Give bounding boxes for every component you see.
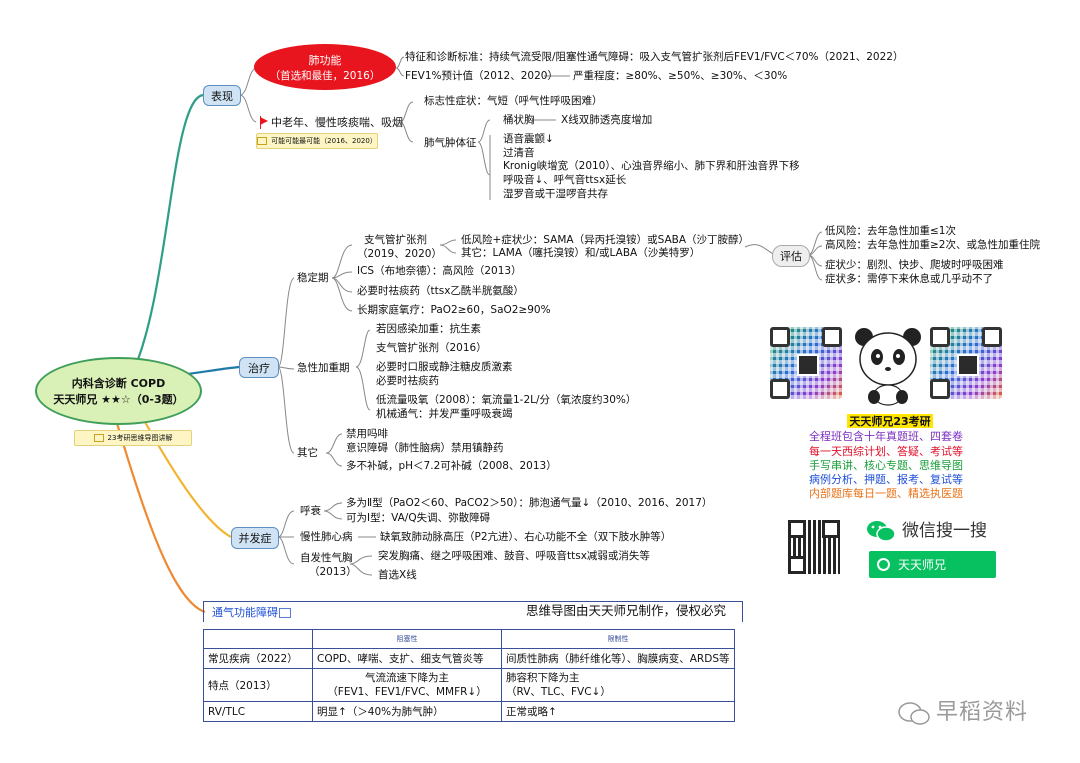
table-row: RV/TLC 明显↑（＞40%为肺气肿） 正常或略↑: [203, 701, 735, 722]
copyright-text: 思维导图由天天师兄制作，侵权必究: [526, 603, 727, 618]
wechat-search-box[interactable]: 天天师兄: [869, 551, 996, 578]
lung-severity: 严重程度：≥80%、≥50%、≥30%、＜30%: [573, 70, 788, 82]
qr-code-bottom[interactable]: [788, 520, 840, 574]
note-icon: [93, 434, 104, 442]
qr-code-right[interactable]: [930, 327, 1002, 399]
symptom-sign: 标志性症状：气短（呼气性呼吸困难）: [424, 95, 603, 107]
acute-item: 必要时口服或静注糖皮质激素: [376, 361, 513, 373]
ics-line: ICS（布地奈德）：高风险（2013）: [357, 265, 522, 277]
sign-item: 湿罗音或干湿啰音共存: [503, 188, 608, 200]
table-title-bar: 通气功能障碍 思维导图由天天师兄制作，侵权必究: [203, 601, 743, 622]
sign-item: 过清音: [503, 147, 535, 159]
branch-zhiliao[interactable]: 治疗: [239, 357, 279, 378]
table-icon: [279, 608, 291, 618]
branch-bingfa[interactable]: 并发症: [231, 527, 279, 549]
ptx-item: 突发胸痛、继之呼吸困难、鼓音、呼吸音ttsx减弱或消失等: [378, 550, 650, 562]
promo-line: 病例分析、押题、报考、复试等: [809, 473, 963, 486]
sign-item: Kronig峡增宽（2010）、心浊音界缩小、肺下界和肝浊音界下移: [503, 160, 800, 172]
acute-item: 必要时祛痰药: [376, 375, 439, 387]
table-title: 通气功能障碍: [212, 606, 278, 619]
root-note: 23考研思维导图讲解: [74, 430, 192, 446]
promo-line: 内部题库每日一题、精选执医题: [809, 487, 963, 500]
symptom-patient: 中老年、慢性咳痰喘、吸烟: [271, 116, 403, 129]
acute-label: 急性加重期: [297, 362, 350, 374]
lung-feature: 特征和诊断标准：持续气流受限/阻塞性通气障碍：吸入支气管扩张剂后FEV1/FVC…: [405, 51, 904, 63]
search-icon: [877, 558, 890, 571]
rf-type2: 多为Ⅱ型（PaO2＜60、PaCO2＞50）：肺泡通气量↓（2010、2016、…: [346, 497, 713, 509]
eval-item: 高风险：去年急性加重≥2次、或急性加重住院: [825, 239, 1040, 251]
low-risk-drug: 低风险+症状少：SAMA（异丙托溴铵）或SABA（沙丁胺醇）: [461, 234, 750, 246]
broncho-year: （2019、2020）: [357, 248, 442, 260]
ptx-item: 首选X线: [378, 569, 417, 581]
stable-label: 稳定期: [297, 272, 329, 284]
other-item: 多不补碱，pH＜7.2可补碱（2008、2013）: [346, 460, 557, 472]
root-title: 内科含诊断 COPD: [71, 377, 166, 390]
corpulmonale-desc: 缺氧致肺动脉高压（P2亢进）、右心功能不全（双下肢水肿等）: [380, 531, 672, 543]
eval-item: 症状多：需停下来休息或几乎动不了: [825, 273, 993, 285]
pneumothorax-label: 自发性气胸: [300, 552, 353, 564]
xray-finding: X线双肺透亮度增加: [561, 114, 653, 126]
table-head-row: 阻塞性 限制性: [203, 629, 735, 649]
watermark-text: 早稻资料: [936, 700, 1029, 725]
acute-item: 若因感染加重：抗生素: [376, 323, 481, 335]
note-icon: [257, 137, 268, 145]
table-row: 特点（2013） 气流流速下降为主 （FEV1、FEV1/FVC、MMFR↓） …: [203, 668, 735, 702]
panda-mascot: [855, 328, 921, 406]
promo-line: 手写串讲、核心专题、思维导图: [809, 459, 963, 472]
avatar: [797, 354, 819, 376]
wechat-search-label: 微信搜一搜: [902, 521, 987, 541]
broncho-label: 支气管扩张剂: [364, 234, 427, 246]
table-row: 常见疾病（2022） COPD、哮喘、支扩、细支气管炎等 间质性肺病（肺纤维化等…: [203, 648, 735, 669]
branch-biaoxian[interactable]: 表现: [203, 85, 241, 106]
sign-item: 语音震颤↓: [503, 133, 554, 145]
ventilation-table: 阻塞性 限制性 常见疾病（2022） COPD、哮喘、支扩、细支气管炎等 间质性…: [203, 629, 735, 722]
acute-item: 支气管扩张剂（2016）: [376, 342, 487, 354]
lung-function-bubble[interactable]: 肺功能 （首选和最佳，2016）: [254, 44, 396, 90]
rf-type1: 可为Ⅰ型：VA/Q失调、弥散障碍: [346, 512, 491, 524]
avatar: [957, 354, 979, 376]
sign-item: 呼吸音↓、呼气音ttsx延长: [503, 174, 627, 186]
other-item: 意识障碍（肺性脑病）禁用镇静药: [346, 442, 504, 454]
expect-line: 必要时祛痰药（ttsx乙酰半胱氨酸）: [357, 285, 524, 297]
watermark-logo-icon: [898, 702, 930, 725]
other-drug: 其它：LAMA（噻托溴铵）和/或LABA（沙美特罗）: [461, 247, 701, 259]
wechat-icon: [867, 521, 896, 542]
eval-item: 低风险：去年急性加重≤1次: [825, 225, 956, 237]
emphysema-sign: 肺气肿体征: [424, 137, 477, 149]
pneumothorax-year: （2013）: [309, 566, 357, 578]
eval-item: 症状少：剧烈、快步、爬坡时呼吸困难: [825, 259, 1004, 271]
barrel-chest: 桶状胸: [503, 114, 535, 126]
qr-code-left[interactable]: [770, 327, 842, 399]
root-subtitle: 天天师兄 ★★☆（0-3题）: [53, 393, 184, 406]
promo-line: 全程班包含十年真题班、四套卷: [809, 430, 963, 443]
acute-item: 机械通气：并发严重呼吸衰竭: [376, 408, 513, 420]
other-item: 禁用吗啡: [346, 428, 388, 440]
eval-node[interactable]: 评估: [772, 245, 810, 267]
promo-line: 每一天西综计划、答疑、考试等: [809, 445, 963, 458]
other-label: 其它: [297, 447, 318, 459]
corpulmonale-label: 慢性肺心病: [300, 531, 353, 543]
flag-icon: [260, 117, 268, 125]
oxygen-line: 长期家庭氧疗：PaO2≥60，SaO2≥90%: [357, 304, 551, 316]
acute-item: 低流量吸氧（2008）：氧流量1-2L/分（氧浓度约30%）: [376, 394, 637, 406]
flag-pole: [260, 116, 261, 129]
root-node[interactable]: 内科含诊断 COPD 天天师兄 ★★☆（0-3题）: [35, 357, 202, 425]
lung-fev1: FEV1%预计值（2012、2020）: [405, 70, 558, 82]
resp-failure-label: 呼衰: [300, 505, 321, 517]
symptom-note: 可能可能最可能（2016、2020）: [256, 133, 378, 149]
promo-name: 天天师兄23考研: [847, 414, 933, 428]
